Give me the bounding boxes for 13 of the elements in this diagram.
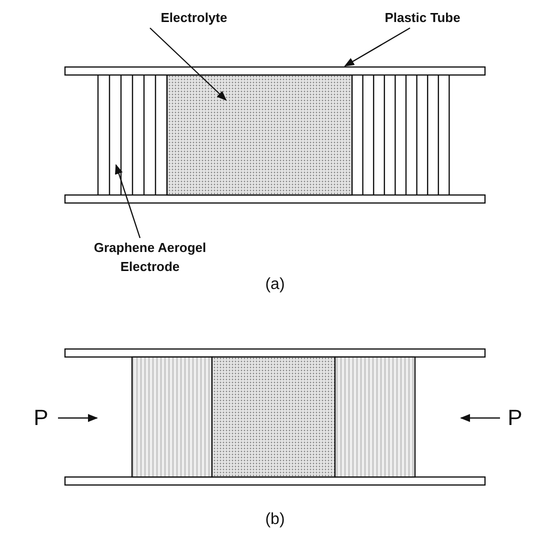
part-label: Plastic Tube bbox=[370, 8, 475, 27]
force-label: P bbox=[32, 406, 50, 430]
leader-line bbox=[115, 164, 141, 238]
tube-wall bbox=[64, 66, 486, 76]
electrode-stack bbox=[97, 75, 168, 195]
electrolyte-region bbox=[166, 74, 353, 196]
force-label: P bbox=[506, 406, 524, 430]
leader-line bbox=[344, 27, 410, 67]
leader-line bbox=[150, 28, 227, 101]
part-label: Graphene Aerogel Electrode bbox=[85, 238, 215, 276]
panel-label: (b) bbox=[264, 510, 286, 529]
part-label: Electrolyte bbox=[144, 8, 244, 27]
panel-label: (a) bbox=[264, 275, 286, 294]
